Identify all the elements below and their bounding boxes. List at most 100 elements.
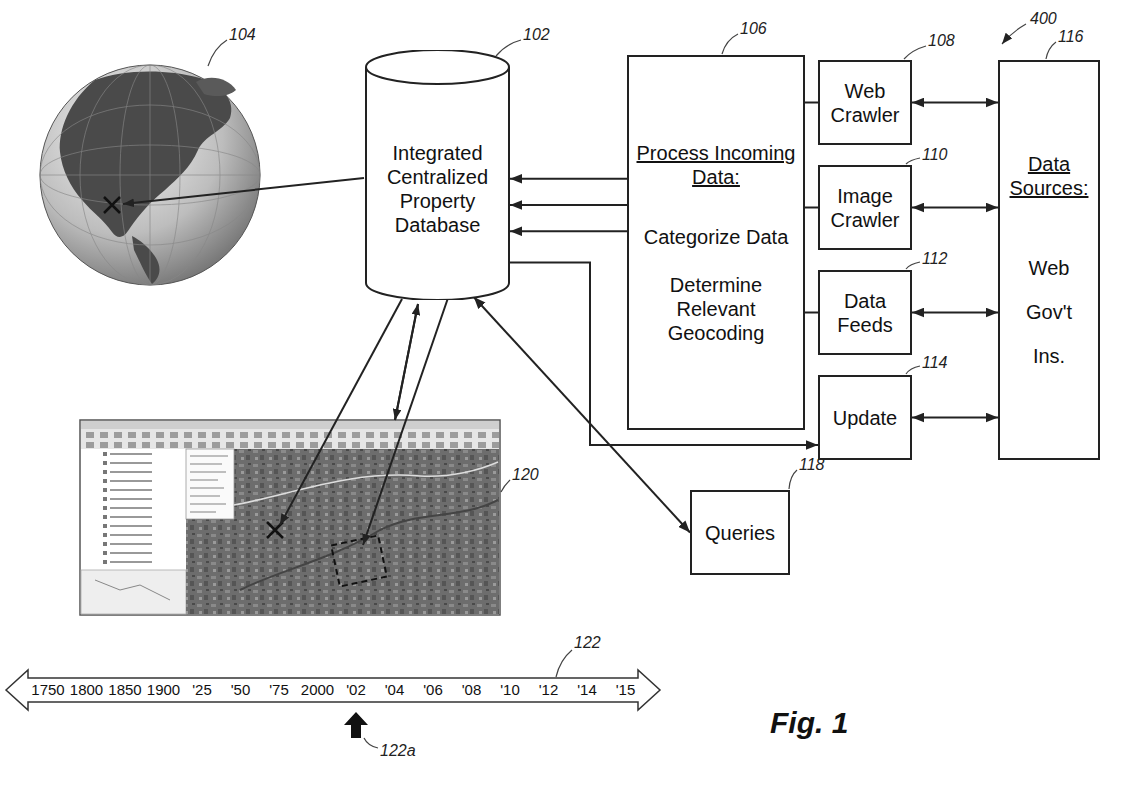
drawing-stroke [81,429,499,449]
callout-number: 400 [1030,10,1057,28]
timeline-tick-label: '06 [423,681,443,698]
drawing-stroke [40,65,260,285]
update-box: Update [818,375,912,460]
timeline-tick-label: '02 [346,681,366,698]
connector-arrow [510,204,627,206]
drawing-stroke [906,262,920,269]
node-label: Determine Relevant Geocoding [635,273,797,345]
drawing-stroke [196,78,236,96]
drawing-stroke [906,366,920,374]
drawing-stroke [496,40,521,56]
drawing-stroke [280,299,402,525]
process-box: Process Incoming Data: Categorize DataDet… [627,55,805,430]
drawing-stroke [123,178,364,204]
node-label: Gov't [1026,300,1072,324]
timeline-tick-label: '25 [192,681,212,698]
callout-number: 118 [799,456,825,474]
connector-arrow [912,207,998,209]
drawing-stroke [1046,42,1056,59]
drawing-stroke [722,34,738,54]
drawing-stroke [240,500,498,590]
connector-arrow [912,417,998,419]
drawing-stroke [208,40,227,66]
callout-number: 108 [928,32,955,50]
timeline-tick-label: 1900 [147,681,180,698]
timeline-tick-label: '08 [462,681,482,698]
drawing-stroke [6,670,660,710]
connector-arrow [912,312,998,314]
connector-arrow [805,312,818,314]
drawing-stroke [904,46,926,59]
cylinder-body [366,50,509,300]
connector-arrow [805,102,818,104]
drawing-stroke [363,298,448,545]
drawing-stroke [186,449,234,519]
timeline-tick-label: '12 [539,681,559,698]
node-label: Web Crawler [826,79,904,127]
node-label: Integrated Centralized Property Database [371,141,504,237]
drawing-stroke [132,236,159,284]
drawing-stroke [364,738,378,748]
callout-number: 110 [922,146,948,164]
crawler-box: Web Crawler [818,60,912,145]
callout-number: 104 [229,26,256,44]
query-box: Queries [690,490,790,575]
drawing-stroke [40,175,260,176]
callout-number: 120 [512,466,539,484]
connector-arrow [510,230,627,232]
database-cylinder: Integrated Centralized Property Database [365,50,510,300]
leader-lines [208,24,1056,748]
globe-illustration [40,65,364,285]
drawing-stroke [186,449,499,614]
timeline-tick-label: '10 [500,681,520,698]
drawing-stroke [501,480,510,492]
drawing-stroke [80,420,500,615]
callout-number: 114 [922,354,948,372]
timeline-tick-label: '14 [577,681,597,698]
timeline-tick-label: 1850 [108,681,141,698]
drawing-stroke [556,650,572,677]
node-label: Update [833,406,898,430]
timeline-tick-label: '75 [269,681,289,698]
timeline-tick-label: 1750 [31,681,64,698]
feed-box: Data Feeds [818,270,912,355]
drawing-stroke [234,462,498,505]
connector-arrow [510,178,627,180]
node-heading: Data Sources: [1006,152,1092,200]
figure-caption: Fig. 1 [770,706,848,740]
callout-number: 122 [574,634,601,652]
node-label: Ins. [1033,344,1065,368]
drawing-stroke [40,65,260,285]
callout-number: 116 [1058,28,1084,46]
drawing-stroke [395,304,418,420]
node-label: Web [1029,256,1070,280]
drawing-stroke [95,580,170,600]
drawing-stroke [906,158,920,164]
node-label: Queries [705,521,775,545]
drawing-stroke [60,71,232,237]
node-heading: Process Incoming Data: [635,141,797,189]
timeline-tick-label: 1800 [70,681,103,698]
timeline-tick-label: '04 [385,681,405,698]
timeline-tick-label: 2000 [301,681,334,698]
drawing-stroke [81,449,186,569]
connector-arrow [805,207,818,209]
drawing-stroke [344,712,368,738]
cylinder-rim [366,67,509,84]
callout-number: 122a [380,742,416,760]
drawing-stroke [190,456,228,512]
callout-number: 112 [922,250,948,268]
crawler-box: Image Crawler [818,165,912,250]
node-label: Categorize Data [644,225,789,249]
drawing-stroke [395,304,418,420]
callout-number: 102 [523,26,550,44]
drawing-stroke [104,197,120,213]
timeline-tick-label: '50 [231,681,251,698]
connector-arrow [912,102,998,104]
drawing-stroke [789,470,797,489]
drawing-stroke [81,421,499,429]
node-label: Data Feeds [826,289,904,337]
